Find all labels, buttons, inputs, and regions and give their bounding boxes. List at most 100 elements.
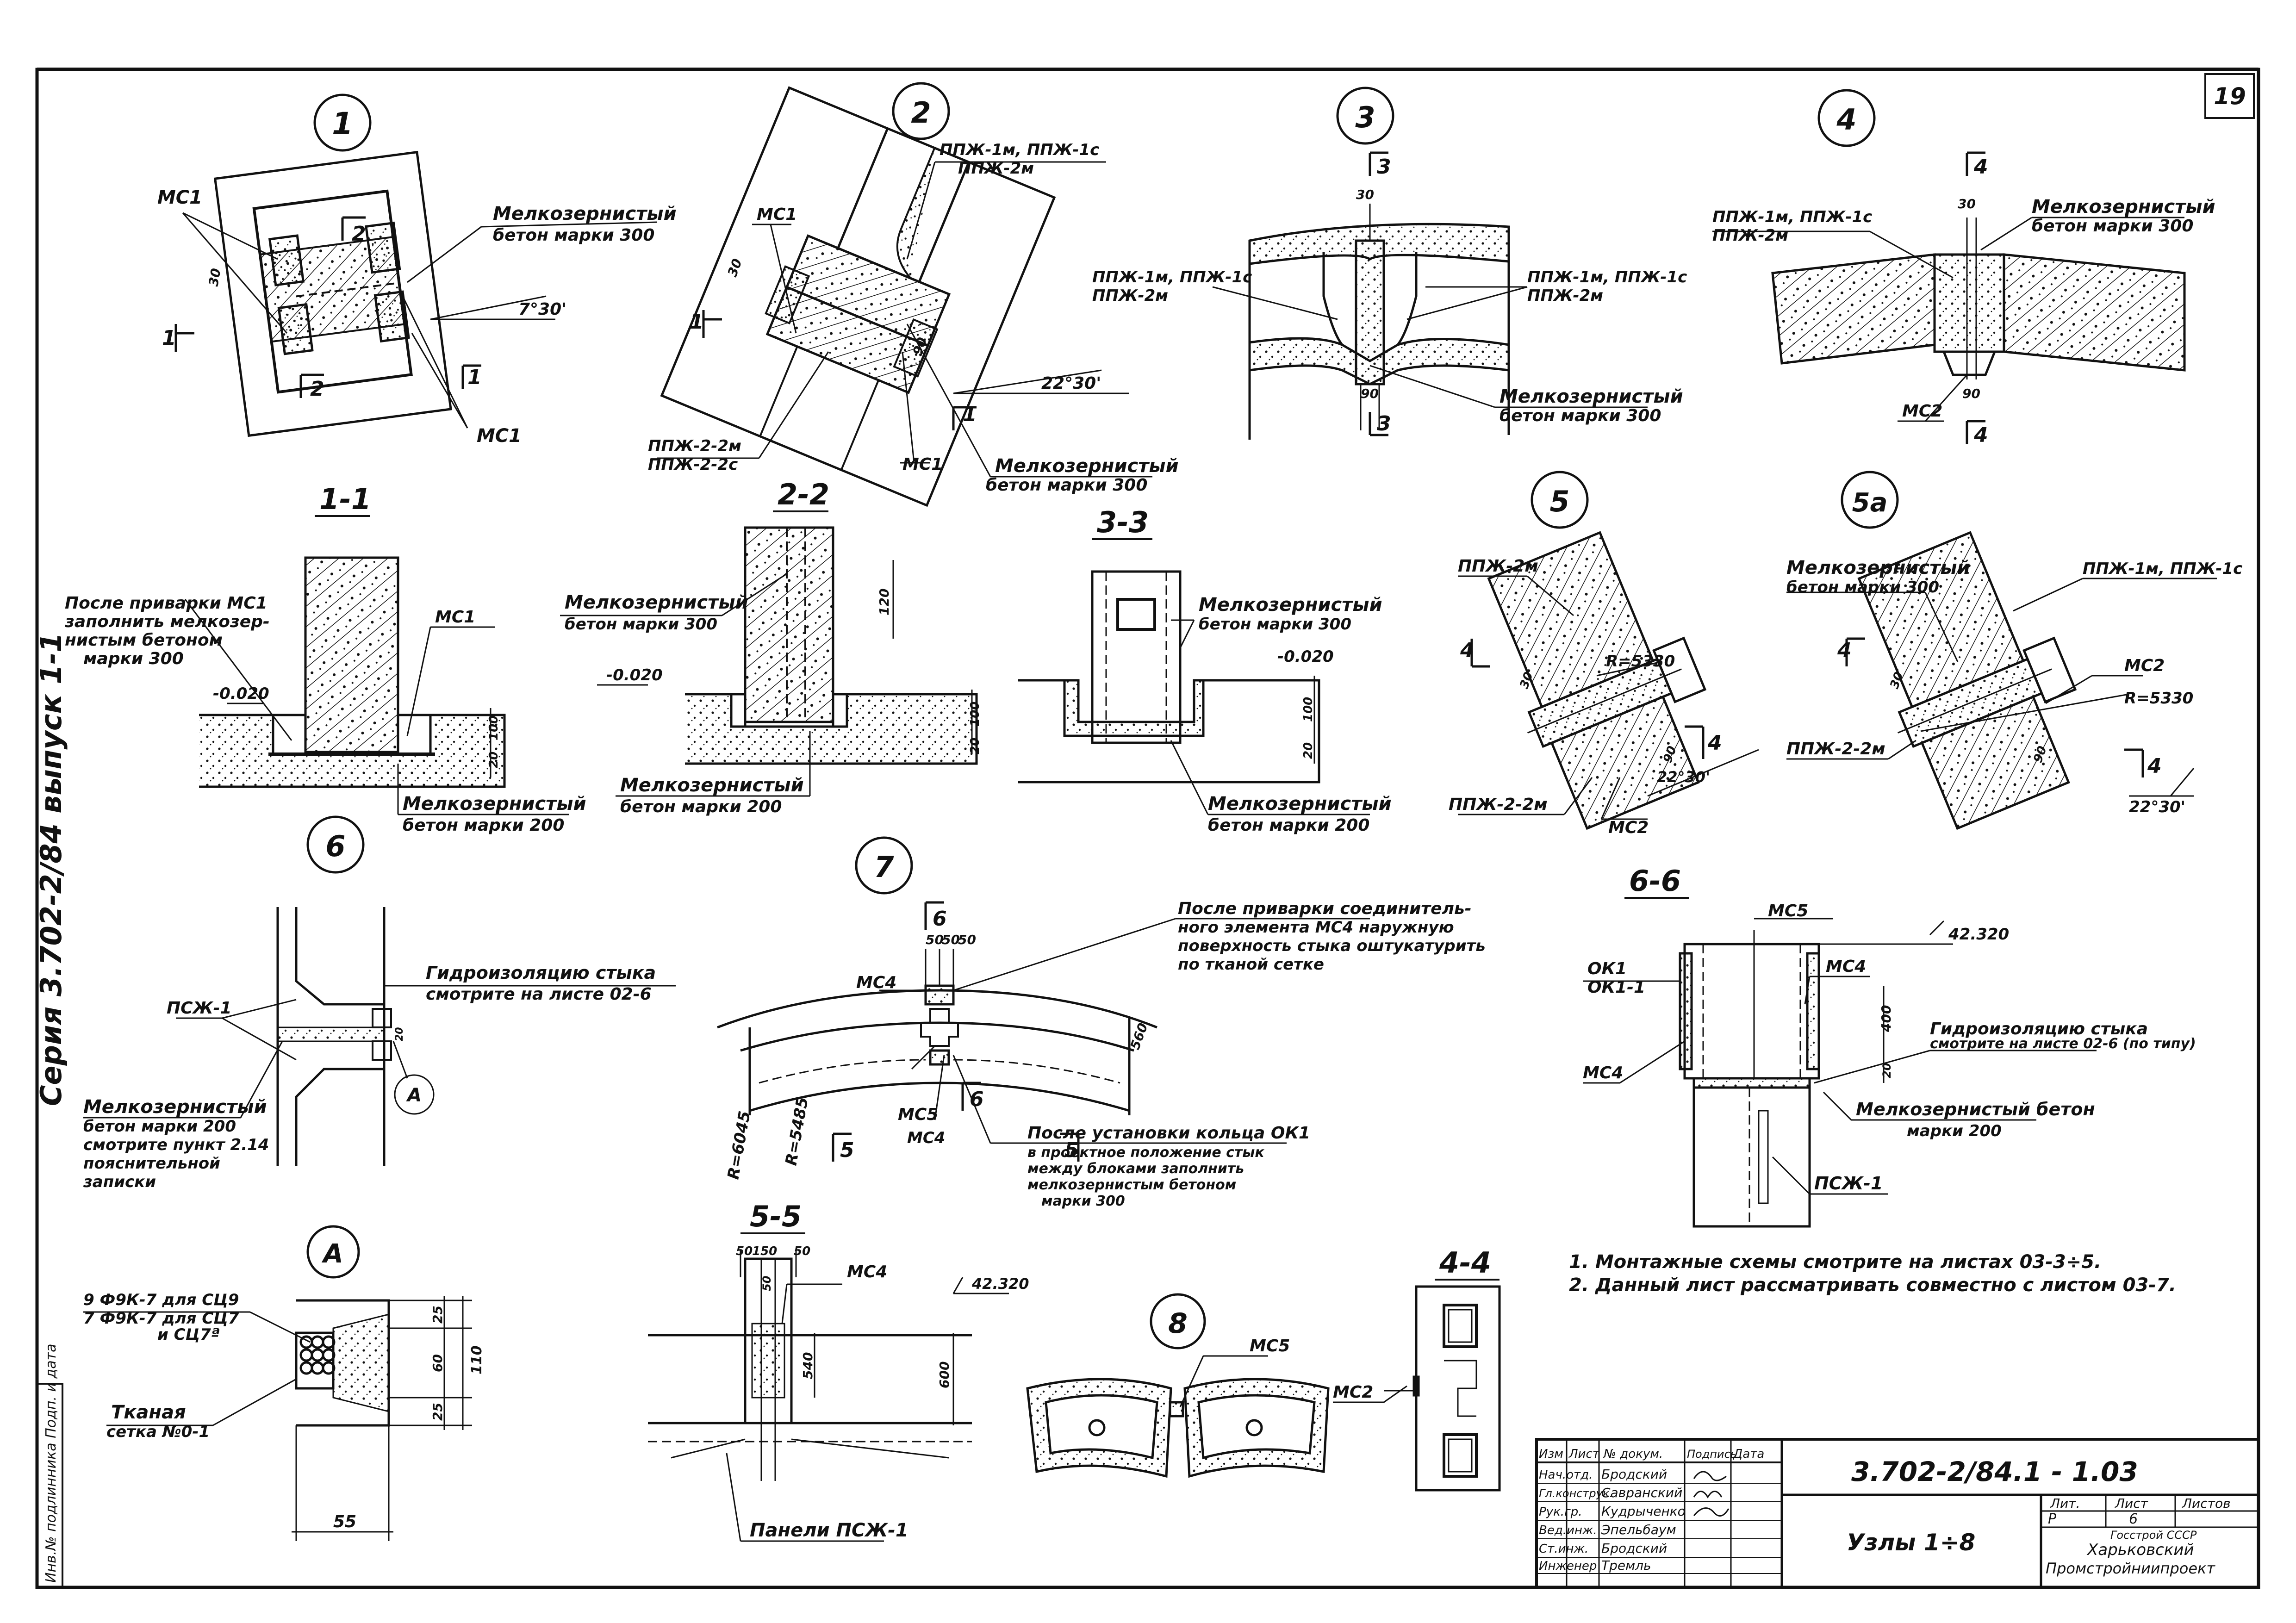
node-3-dim-90: 90 <box>1361 386 1379 401</box>
node-2-panel-3: ППЖ-2-2м <box>648 437 741 455</box>
node-2-angle: 22°30' <box>1041 374 1101 393</box>
sheet-number: 19 <box>2214 83 2246 110</box>
node-2-panel-1: ППЖ-1м, ППЖ-1с <box>940 141 1099 159</box>
tb-code: 3.702-2/84.1 - 1.03 <box>1851 1456 2138 1487</box>
node-7-dim-50-c: 50 <box>958 932 976 947</box>
node-4-sec-top: 4 <box>1973 155 1988 179</box>
section-1-1-dim-100: 100 <box>487 715 501 740</box>
tb-lit: Р <box>2048 1511 2057 1527</box>
section-6-6-concrete-1: Мелкозернистый бетон <box>1856 1099 2095 1119</box>
section-6-6-ok1: ОК1 <box>1587 959 1627 978</box>
node-1: 1 <box>157 93 677 447</box>
title-block <box>1535 1438 2260 1589</box>
tb-header-doc: № докум. <box>1603 1447 1663 1461</box>
tb-org-3: Промстройниипроект <box>2046 1560 2215 1577</box>
node-2-number: 2 <box>911 96 931 130</box>
node-5a-concrete-2: бетон марки 300 <box>1786 578 1939 597</box>
node-a: А 9 Ф9К-7 для СЦ9 7 Ф9К-7 для СЦ7 <box>83 1225 485 1541</box>
node-6-hydro-2: смотрите на листе 02-6 <box>426 985 652 1004</box>
node-3-panel-r2: ППЖ-2м <box>1527 286 1603 305</box>
section-6-6-ok1-1: ОК1-1 <box>1587 978 1645 997</box>
node-2: 2 <box>648 82 1179 507</box>
tb-name-6: Тремль <box>1601 1558 1651 1573</box>
section-1-1-concrete-1: Мелкозернистый <box>403 793 586 815</box>
section-3-3-concrete-bot-2: бетон марки 200 <box>1208 816 1369 835</box>
tb-col-sheet: Лист <box>2115 1496 2148 1511</box>
section-6-6: 6-6 <box>1583 864 2196 1228</box>
tb-header-date: Дата <box>1733 1447 1764 1461</box>
node-1-dim-30: 30 <box>205 267 224 287</box>
series-label: Серия 3.702-2/84 выпуск 1-1 <box>34 633 68 1106</box>
node-5-number: 5 <box>1549 485 1569 518</box>
node-5a-concrete-1: Мелкозернистый <box>1786 557 1970 578</box>
tb-role-1: Нач.отд. <box>1539 1468 1593 1482</box>
node-7-dim-50-a: 50 <box>926 932 944 947</box>
node-6: 6 Гидроизоляцию стыка смотрите на листе … <box>83 815 676 1191</box>
section-1-1-level: -0.020 <box>213 684 269 703</box>
node-4-dim-30: 30 <box>1958 196 1976 211</box>
section-5-5-dim-50: 50 <box>760 1276 773 1291</box>
general-notes: 1. Монтажные схемы смотрите на листах 03… <box>1569 1251 2176 1296</box>
node-8-number: 8 <box>1168 1307 1188 1340</box>
tb-org-2: Харьковский <box>2086 1541 2194 1559</box>
node-5-mc2: МС2 <box>1608 818 1649 837</box>
node-2-sec-right: 1 <box>963 403 977 426</box>
node-4-panel-1: ППЖ-1м, ППЖ-1с <box>1712 208 1872 226</box>
node-1-sec-left: 1 <box>162 326 176 350</box>
node-a-mesh-1: Тканая <box>111 1402 186 1423</box>
section-3-3-level: -0.020 <box>1277 647 1334 666</box>
section-5-5-dim-150: 150 <box>752 1244 777 1258</box>
tb-header-sign: Подпись <box>1687 1448 1737 1461</box>
section-2-2: 2-2 Мелкозернистый бетон марки 300 -0.02… <box>560 478 982 816</box>
node-6-concrete-4: пояснительной <box>83 1154 220 1173</box>
title-block-text: Изм Лист № докум. Подпись Дата Нач.отд. … <box>1539 1447 2231 1577</box>
section-3-3-title: 3-3 <box>1097 505 1149 539</box>
node-2-concrete-1: Мелкозернистый <box>995 455 1179 477</box>
node-3-sec-top: 3 <box>1377 155 1391 179</box>
tb-col-lit: Лит. <box>2050 1496 2080 1511</box>
node-4: 4 4 4 ППЖ-1м, ППЖ-1с ППЖ-2м Мелкозернист… <box>1712 89 2215 447</box>
node-8: 8 МС5 <box>1026 1293 1330 1478</box>
node-7-number: 7 <box>874 850 894 884</box>
node-4-mc2: МС2 <box>1902 402 1942 421</box>
section-2-2-dim-120: 120 <box>877 589 892 616</box>
node-2-concrete-2: бетон марки 300 <box>986 476 1147 495</box>
node-6-psg: ПСЖ-1 <box>167 999 232 1018</box>
tb-name-2: Савранский <box>1601 1485 1682 1500</box>
section-6-6-mc4-b: МС4 <box>1826 957 1866 976</box>
node-1-mc1-bottom: МС1 <box>477 425 522 447</box>
node-5-angle: 22°30' <box>1657 768 1710 786</box>
node-6-dim: 20 <box>394 1027 405 1041</box>
section-5-5-panels: Панели ПСЖ-1 <box>750 1520 908 1541</box>
tb-role-4: Вед.инж. <box>1539 1524 1597 1537</box>
note-1: 1. Монтажные схемы смотрите на листах 03… <box>1569 1251 2101 1273</box>
stamp-label: Инв.№ подлинника Подп. и дата <box>43 1343 59 1583</box>
section-3-3-concrete-top-1: Мелкозернистый <box>1199 594 1382 616</box>
tb-name-3: Кудрыченко <box>1601 1504 1686 1519</box>
tb-name-5: Бродский <box>1601 1541 1667 1556</box>
node-7-after-1: После установки кольца ОК1 <box>1027 1124 1310 1143</box>
node-1-concrete-2: бетон марки 300 <box>493 226 654 245</box>
tb-role-2: Гл.конструк. <box>1539 1487 1613 1500</box>
node-4-panel-2: ППЖ-2м <box>1712 226 1788 245</box>
node-2-mc1: МС1 <box>757 205 797 224</box>
section-5-5-mc4: МС4 <box>847 1262 887 1281</box>
node-1-sec-2-top: 2 <box>352 222 366 246</box>
stamp-strip <box>36 1383 63 1588</box>
node-2-mc1-b: МС1 <box>902 455 943 474</box>
node-a-dim-55: 55 <box>333 1512 356 1531</box>
node-3-panel-l2: ППЖ-2м <box>1092 286 1168 305</box>
node-1-sec-right: 1 <box>467 366 482 389</box>
tb-sheet: 6 <box>2129 1511 2138 1527</box>
section-6-6-concrete-2: марки 200 <box>1907 1122 2002 1140</box>
node-1-mc1-top: МС1 <box>157 187 202 208</box>
node-7-after-3: между блоками заполнить <box>1027 1161 1244 1177</box>
node-4-concrete-2: бетон марки 300 <box>2032 217 2193 236</box>
node-6-concrete-1: Мелкозернистый <box>83 1096 267 1118</box>
section-6-6-psg: ПСЖ-1 <box>1814 1173 1883 1194</box>
node-3: 3 3 3 ППЖ-1м, ППЖ-1с ППЖ-2м <box>1092 87 1687 440</box>
node-7-sec-6-top: 6 <box>933 907 947 931</box>
node-6-callout-a: А <box>406 1085 422 1106</box>
node-a-dim-25-bot: 25 <box>430 1403 445 1421</box>
section-1-1-dim-20: 20 <box>487 752 501 768</box>
